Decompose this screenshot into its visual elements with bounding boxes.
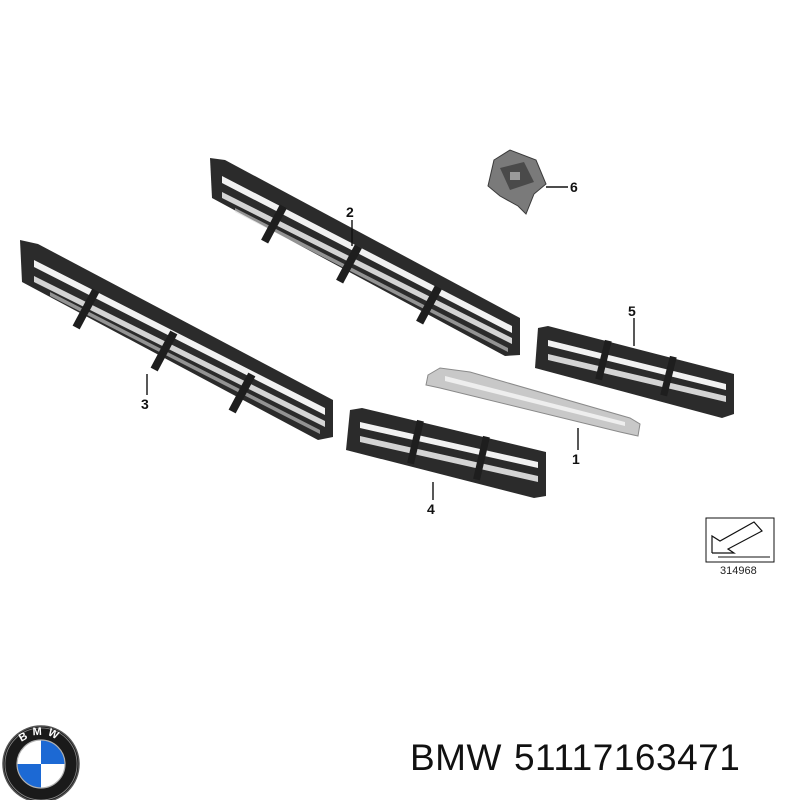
part-6-bracket xyxy=(487,149,547,215)
footer-part-number: 51117163471 xyxy=(513,737,741,778)
reference-number: 314968 xyxy=(720,565,757,577)
callout-5: 5 xyxy=(628,303,636,319)
footer-caption: BMW 51117163471 xyxy=(410,737,752,779)
callout-3: 3 xyxy=(141,396,149,412)
part-4-middle-grille xyxy=(346,408,546,498)
footer-brand: BMW xyxy=(410,737,502,778)
callout-4: 4 xyxy=(427,501,435,517)
leader-lines xyxy=(146,186,635,500)
callout-1: 1 xyxy=(572,451,580,467)
arrow-icon xyxy=(711,521,763,554)
bmw-roundel-icon: BMW xyxy=(2,725,80,800)
callout-6: 6 xyxy=(570,179,578,195)
part-2-upper-grille xyxy=(210,158,520,356)
reference-box xyxy=(705,517,775,563)
callout-2: 2 xyxy=(346,204,354,220)
part-1-trim-strip xyxy=(425,367,641,437)
part-3-lower-grille xyxy=(20,240,333,440)
part-5-right-grille xyxy=(535,326,734,418)
